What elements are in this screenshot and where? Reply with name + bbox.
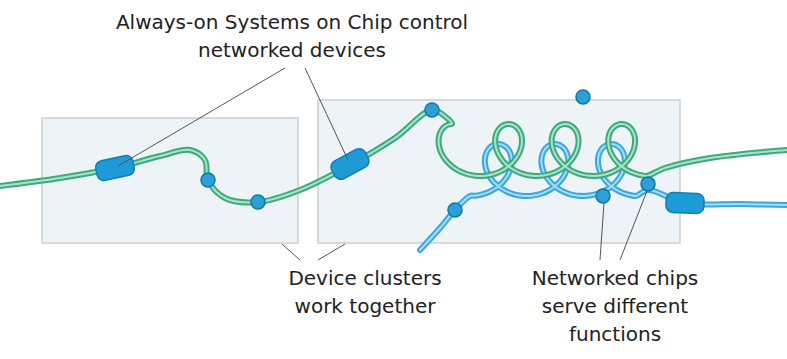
chip-capsule [94,154,135,181]
chip-capsule [666,192,705,213]
strand [420,144,787,250]
callout-label: Networked chips serve different function… [520,264,710,348]
device-dot [576,90,590,104]
leader-line [305,68,348,160]
leader-line [620,191,647,260]
strand [0,110,787,202]
leader-line [600,203,604,260]
chip-capsule [329,146,372,181]
device-dot [251,195,265,209]
device-dot [425,103,439,117]
leader-line [282,244,300,260]
leader-line [118,68,285,166]
callout-label: Always-on Systems on Chip control networ… [82,8,502,64]
device-dot [201,173,215,187]
device-dot [448,203,462,217]
callout-label: Device clusters work together [270,264,460,320]
device-dot [641,177,655,191]
strand-highlight [0,110,787,202]
leader-line [318,244,345,260]
device-dot [596,189,610,203]
strand-highlight [420,144,787,250]
cluster-box [42,118,298,243]
